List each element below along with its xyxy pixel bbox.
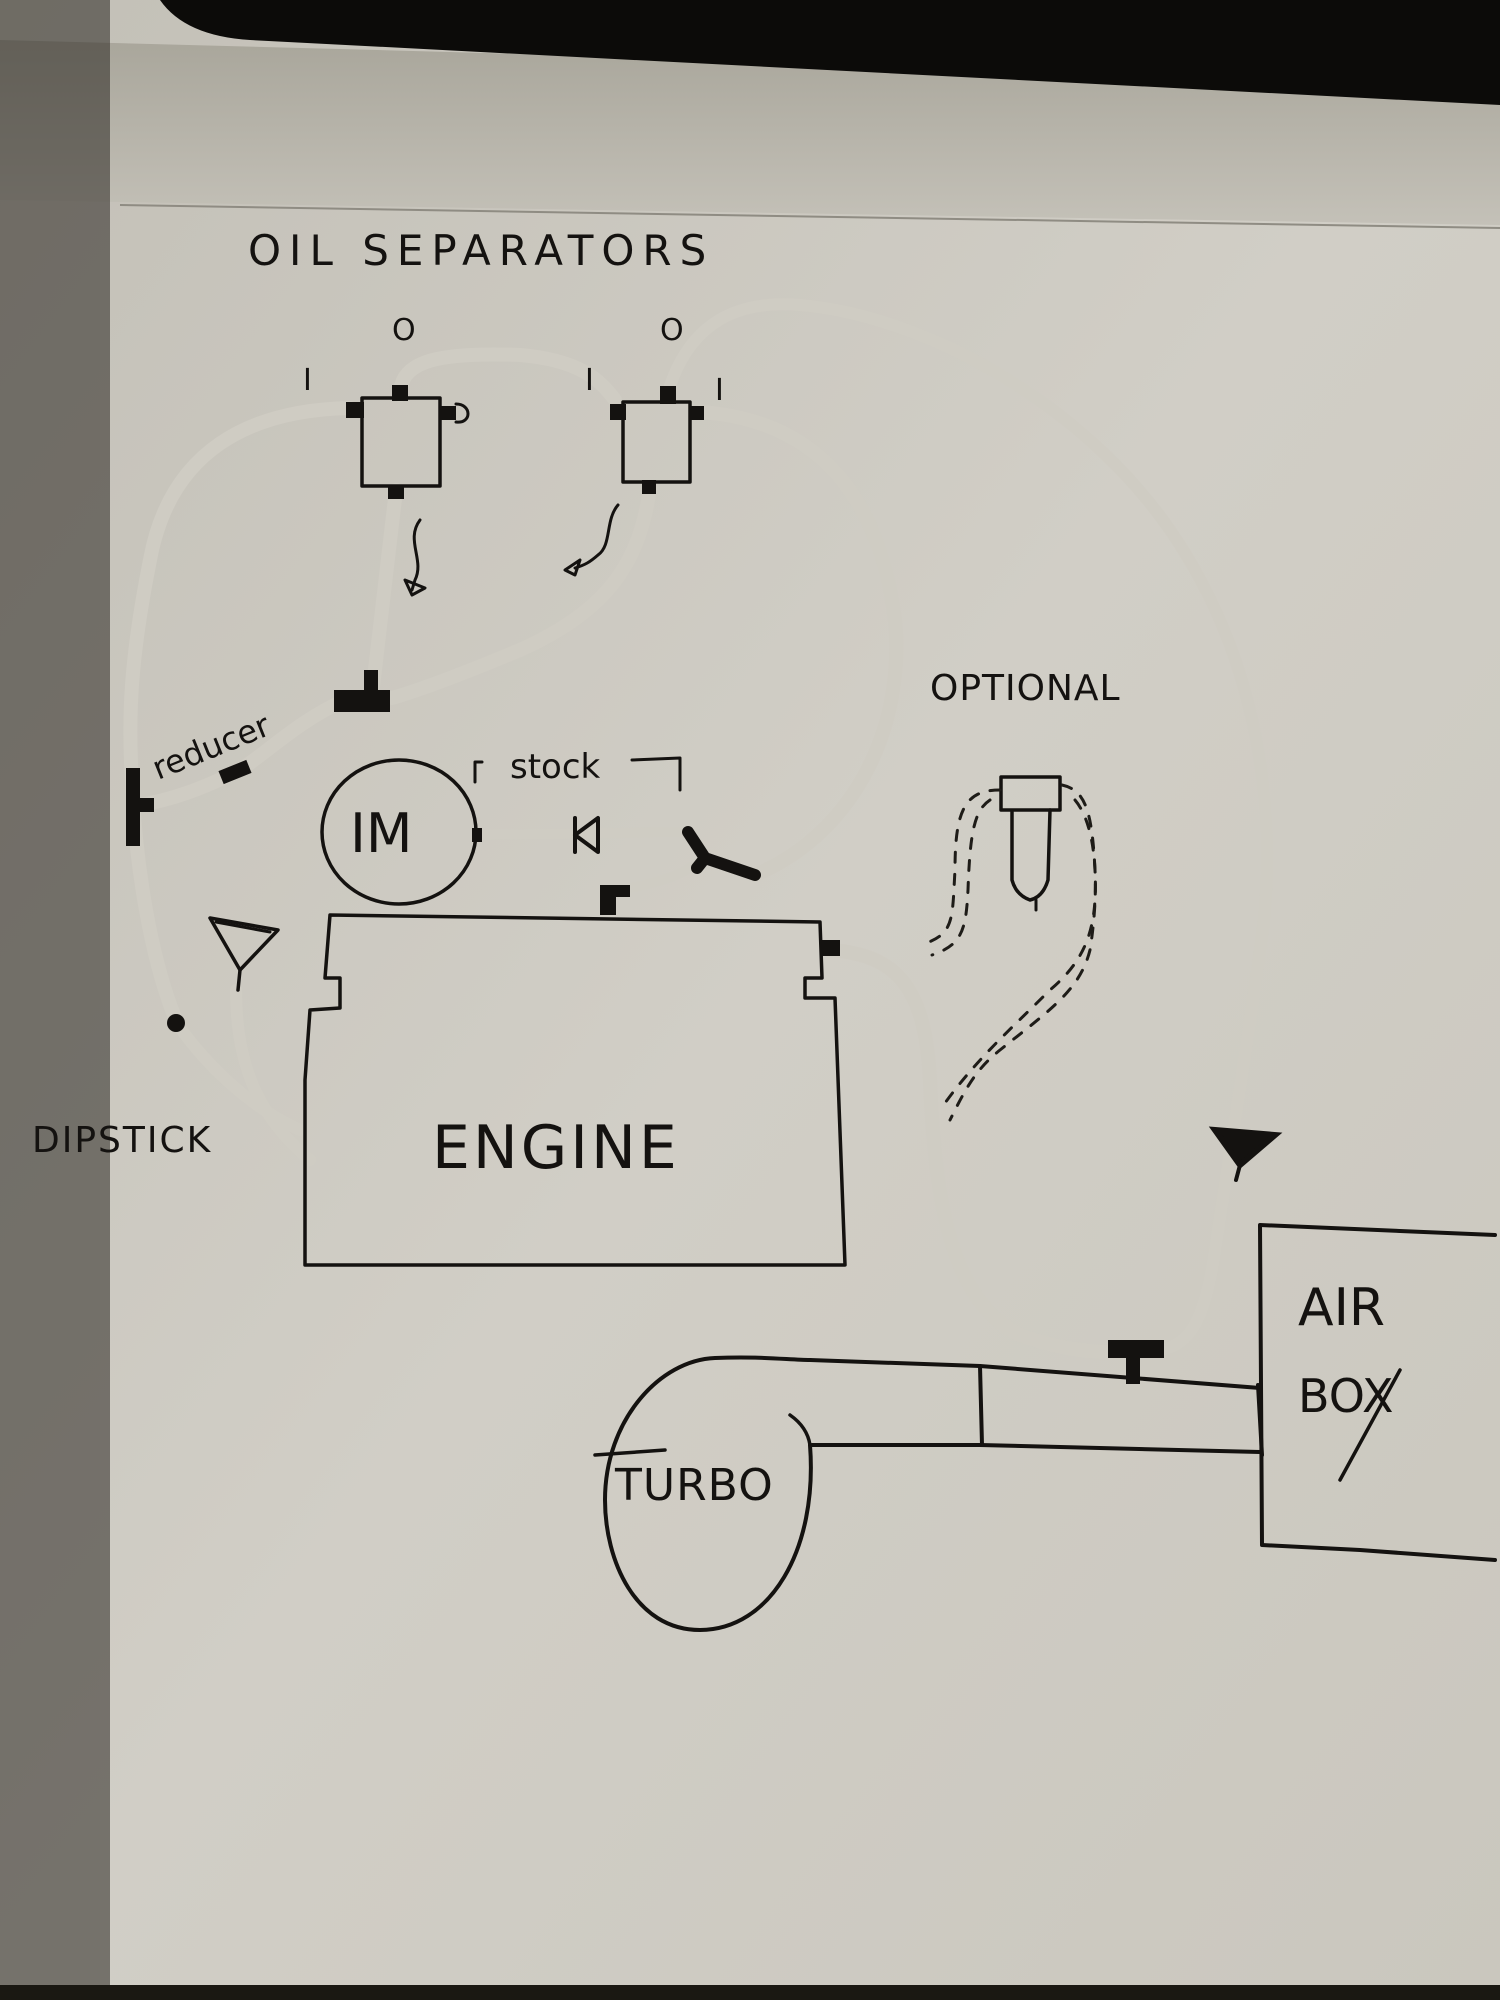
drain-tee-fitting bbox=[334, 670, 390, 712]
optional-hose-left bbox=[918, 788, 1002, 947]
oil-separator-1 bbox=[346, 385, 470, 499]
optional-hose-left-inner bbox=[930, 798, 992, 957]
intake-manifold-label: IM bbox=[350, 802, 413, 865]
airbox-label-line2: BOX bbox=[1298, 1369, 1394, 1423]
sep1-drain-fitting bbox=[388, 485, 404, 499]
dipstick-joint-fitting bbox=[167, 1014, 185, 1032]
hose-network bbox=[123, 298, 1274, 1359]
sep1-cap bbox=[454, 402, 470, 424]
sep1-inlet-label: I bbox=[303, 363, 312, 398]
air-box bbox=[1258, 1223, 1497, 1562]
intake-manifold bbox=[320, 758, 482, 906]
engine-label: ENGINE bbox=[432, 1113, 680, 1183]
airbox-label-line1: AIR bbox=[1298, 1278, 1385, 1338]
sep2-outlet-fitting bbox=[660, 386, 676, 404]
check-valve-stock-icon bbox=[573, 816, 600, 854]
engine-block bbox=[303, 913, 847, 1267]
oil-separator-2 bbox=[610, 386, 704, 494]
diagram-title: OIL SEPARATORS bbox=[248, 226, 714, 275]
flow-arrow-sep2-icon bbox=[563, 503, 620, 577]
dark-object-top bbox=[160, 0, 1500, 105]
sep2-outlet-label: O bbox=[660, 313, 684, 348]
paper-top-strip bbox=[0, 40, 1500, 225]
sep1-outlet-label: O bbox=[392, 313, 416, 348]
optional-hose-right bbox=[938, 783, 1097, 1112]
hose-engine-to-airbox bbox=[823, 943, 1117, 1359]
sep2-inlet-right-label: I bbox=[715, 373, 724, 408]
sep2-inlet-right-fitting bbox=[690, 406, 704, 420]
sep2-drain-fitting bbox=[642, 480, 656, 494]
sep1-outlet-fitting bbox=[392, 385, 408, 401]
sep2-inlet-left-fitting bbox=[610, 404, 626, 420]
page-fold-line bbox=[119, 204, 1500, 229]
optional-label: OPTIONAL bbox=[930, 668, 1121, 709]
hose-im-to-y bbox=[473, 827, 695, 840]
hose-sep1-outlet-to-sep2 bbox=[393, 347, 622, 407]
reducer-fitting bbox=[218, 759, 252, 785]
engine-right-port bbox=[822, 940, 840, 956]
hose-sep1-inlet-to-left-tee bbox=[123, 401, 357, 1032]
hose-sep2-outlet-to-airbox bbox=[662, 298, 1274, 1356]
dipstick-funnel-icon bbox=[208, 916, 280, 992]
stock-label: stock bbox=[510, 747, 601, 787]
dipstick-label: DIPSTICK bbox=[32, 1120, 212, 1161]
check-valve-airbox-icon bbox=[1208, 1126, 1283, 1182]
stock-bracket bbox=[473, 756, 682, 792]
corner-shadow bbox=[0, 0, 130, 420]
hose-sep2-drain bbox=[385, 481, 657, 705]
optional-hose-right-inner bbox=[948, 798, 1097, 1122]
sep1-plug-fitting bbox=[440, 406, 456, 420]
bottom-edge bbox=[0, 1985, 1500, 2000]
hose-left-tee-to-engine bbox=[172, 1019, 306, 1136]
sep2-inlet-left-label: I bbox=[585, 363, 594, 398]
hose-sep2-inlet-to-y bbox=[693, 405, 904, 882]
turbo bbox=[593, 1355, 813, 1632]
turbo-label: TURBO bbox=[614, 1460, 774, 1511]
flow-arrow-sep1-icon bbox=[403, 518, 427, 597]
hose-sep1-drain bbox=[365, 483, 403, 702]
optional-filter-icon bbox=[999, 775, 1062, 912]
engine-top-port bbox=[600, 885, 630, 915]
y-fitting-icon bbox=[682, 826, 761, 881]
airbox-strike-mark bbox=[1338, 1368, 1402, 1482]
sep1-inlet-fitting bbox=[346, 402, 364, 418]
left-tee-fitting bbox=[126, 768, 154, 846]
dipstick-tube bbox=[230, 984, 316, 1166]
